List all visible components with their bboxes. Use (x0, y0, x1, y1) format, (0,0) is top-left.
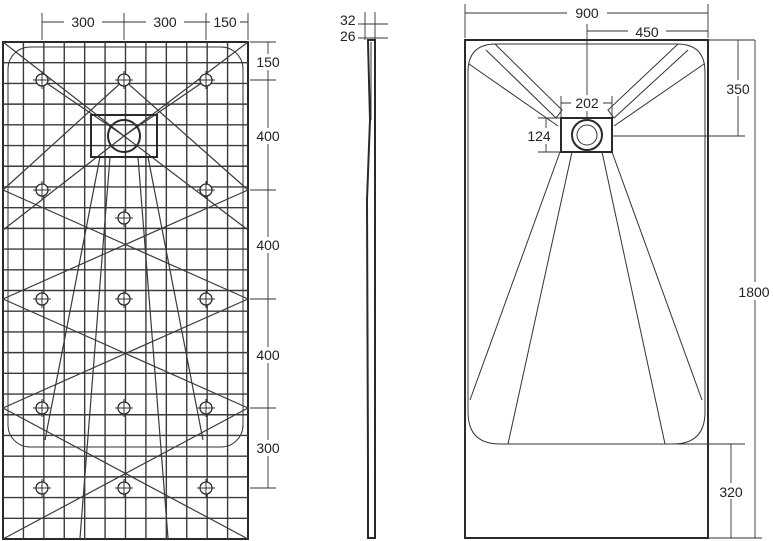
top-view-drain-box-height-dimension: 124 (523, 117, 561, 153)
rib-diagonal (2, 135, 125, 231)
top-view-flat-area-dimension: 320 (665, 443, 751, 538)
top-dim-flat-area: 320 (719, 484, 743, 500)
rib-diagonal (41, 79, 125, 137)
back-view-drain-housing (90, 114, 158, 158)
side-view: 32 26 (340, 12, 388, 539)
rib-diagonal (2, 41, 125, 137)
foot-anchor (115, 290, 133, 308)
top-dim-half-width: 450 (635, 24, 659, 40)
foot-anchor (197, 479, 215, 497)
top-dim-drain-box-width: 202 (575, 95, 599, 111)
rib-diagonal (2, 189, 249, 300)
foot-anchor (197, 399, 215, 417)
rib-diagonal (79, 156, 111, 539)
back-view-diagonal-ribs (2, 41, 249, 540)
back-dim-height-5: 300 (256, 440, 280, 456)
foot-anchor (115, 71, 133, 89)
top-view-drain-offset-dimension: 350 (612, 39, 758, 137)
back-view: 300 300 150 150 400 400 400 300 (2, 13, 284, 540)
rib-diagonal (2, 79, 125, 191)
back-dim-width-3: 150 (213, 14, 237, 30)
rib-diagonal (147, 156, 204, 441)
rib-diagonal (123, 79, 249, 191)
top-view-drain-housing (560, 117, 613, 153)
foot-anchor (115, 479, 133, 497)
top-view-lower-slopes (469, 151, 703, 445)
back-dim-width-2: 300 (153, 14, 177, 30)
top-dim-drain-offset: 350 (726, 81, 750, 97)
top-dim-drain-box-height: 124 (527, 128, 551, 144)
back-view-drain-hole (107, 119, 141, 153)
back-view-top-dimensions: 300 300 150 (41, 13, 249, 40)
side-dim-edge-thickness: 26 (340, 28, 356, 44)
top-view-drain-inner-ring (576, 124, 598, 146)
foot-anchor (33, 290, 51, 308)
top-view-upper-slopes (468, 43, 705, 127)
back-dim-height-1: 150 (256, 54, 280, 70)
back-dim-width-1: 300 (71, 14, 95, 30)
top-dim-length: 1800 (738, 284, 769, 300)
foot-anchor (197, 181, 215, 199)
back-view-right-dimensions: 150 400 400 400 300 (250, 41, 284, 489)
foot-anchor (197, 290, 215, 308)
foot-anchor (115, 209, 133, 227)
top-dim-width: 900 (575, 5, 599, 21)
rib-diagonal (2, 407, 249, 540)
side-dim-total-thickness: 32 (340, 12, 356, 28)
top-view-outline (464, 39, 709, 539)
foot-anchor (33, 71, 51, 89)
foot-anchor (33, 399, 51, 417)
top-view-drain-outer-ring (571, 119, 603, 151)
rib-diagonal (2, 298, 249, 409)
back-dim-height-4: 400 (256, 347, 280, 363)
rib-diagonal (123, 79, 207, 137)
foot-anchor (115, 399, 133, 417)
side-view-profile (365, 39, 376, 539)
top-view-drain-box-width-dimension: 202 (560, 95, 613, 118)
back-dim-height-3: 400 (256, 237, 280, 253)
top-view: 900 450 350 202 (464, 4, 772, 539)
back-view-feet (33, 71, 215, 497)
back-dim-height-2: 400 (256, 128, 280, 144)
rib-diagonal (44, 156, 101, 441)
rib-diagonal (123, 135, 249, 231)
rib-diagonal (123, 41, 249, 137)
back-view-rib-grid (3, 42, 248, 539)
rib-diagonal (137, 156, 169, 539)
top-view-half-width-dimension: 450 (586, 23, 708, 118)
top-view-width-dimension: 900 (464, 4, 709, 38)
foot-anchor (197, 71, 215, 89)
foot-anchor (33, 181, 51, 199)
top-view-length-dimension: 1800 (708, 40, 772, 539)
foot-anchor (33, 479, 51, 497)
